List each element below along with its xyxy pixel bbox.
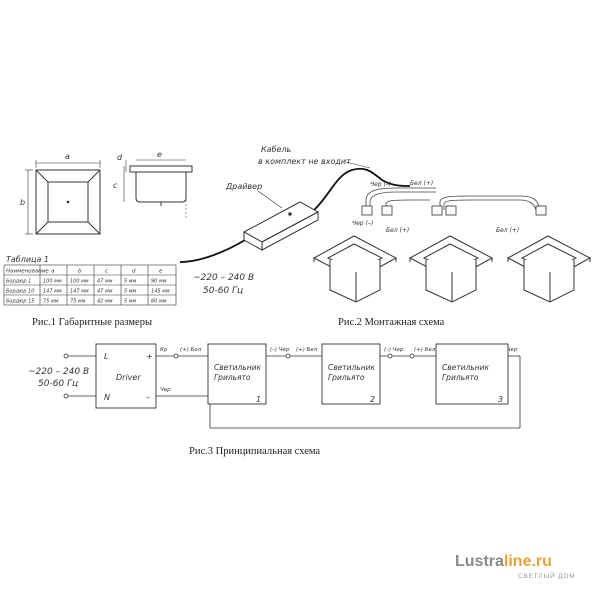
lamp-1-number: 1 — [256, 395, 261, 404]
dim-b-label: b — [20, 198, 25, 207]
table-cell: 75 мм — [43, 299, 59, 305]
lamp-3-line1: Светильник — [442, 363, 490, 372]
table-cell: Бордюр 1 — [6, 279, 31, 285]
driver-terminal-minus: – — [146, 393, 150, 402]
table-header-cell: e — [159, 269, 163, 275]
lamp-2-number: 2 — [370, 395, 375, 404]
table-headers: Наименование a b c d e — [6, 269, 163, 275]
schematic-driver-box — [95, 343, 157, 409]
driver-leader — [257, 190, 283, 209]
table-cell: 47 мм — [97, 279, 113, 285]
schematic-wires — [66, 355, 521, 429]
lamp-2-line1: Светильник — [328, 363, 376, 372]
table-header-cell: c — [105, 269, 108, 275]
svg-text:Lustraline.ru: Lustraline.ru — [455, 553, 552, 570]
dim-c-label: c — [113, 181, 118, 190]
driver-terminal-L: L — [104, 352, 108, 361]
table-cell: 147 мм — [70, 289, 89, 295]
lamp-3-number: 3 — [498, 395, 503, 404]
table-cell: 145 мм — [151, 289, 170, 295]
fig1-top-view — [25, 160, 101, 235]
fig3-caption: Рис.3 Принципиальная схема — [189, 446, 320, 457]
wire-connectors — [361, 205, 547, 216]
cable-leader — [345, 161, 371, 169]
lamp-block-3 — [435, 343, 509, 405]
driver-unit — [242, 201, 320, 251]
driver-terminal-N: N — [104, 393, 110, 402]
table-cell: 5 мм — [124, 279, 137, 285]
table-cell: 75 мм — [70, 299, 86, 305]
luminaire-2 — [408, 235, 494, 303]
logo-part2: line.ru — [504, 553, 552, 570]
table-cell: 60 мм — [151, 299, 167, 305]
table-cell: 100 мм — [43, 279, 62, 285]
lamp-1-line1: Светильник — [214, 363, 262, 372]
fig3-mains-line1: ~220 – 240 В — [28, 367, 89, 377]
wire-label: (+) Бел — [296, 347, 318, 353]
lamp-1-line2: Грильято — [214, 373, 251, 382]
feed-cable — [313, 167, 411, 211]
fig1-side-view — [123, 159, 193, 220]
fig2-mains-line2: 50-60 Гц — [203, 286, 243, 296]
table-cell: 47 мм — [97, 289, 113, 295]
wire-label: (–) Чер — [384, 347, 404, 353]
fig3-mains-line2: 50-60 Гц — [38, 379, 78, 389]
lamp-block-2 — [321, 343, 381, 405]
table-header-cell: Наименование — [6, 269, 49, 275]
wire-label: (–) Чер — [270, 347, 290, 353]
table-title: Таблица 1 — [6, 255, 49, 264]
mains-cable — [179, 239, 246, 263]
wire-label: (+) Бел — [180, 347, 202, 353]
table-cell: 42 мм — [97, 299, 113, 305]
fig1-caption: Рис.1 Габаритные размеры — [32, 317, 152, 328]
driver-label: Драйвер — [225, 182, 262, 191]
lamp-block-1 — [207, 343, 267, 405]
table-cell: Бордюр 15 — [6, 299, 34, 305]
wire-label: Бел (+) — [410, 180, 433, 187]
lamp-2-line2: Грильято — [328, 373, 365, 382]
table-cell: 5 мм — [124, 289, 137, 295]
dim-e-label: e — [157, 150, 162, 159]
table-header-cell: b — [78, 269, 82, 275]
table-header-cell: d — [132, 269, 136, 275]
wire-label: Бел (+) — [496, 227, 519, 234]
wire-label: Кр — [160, 347, 168, 353]
luminaire-3 — [506, 235, 592, 303]
luminaire-1 — [312, 235, 398, 303]
cable-note-line1: Кабель — [261, 145, 292, 154]
dim-d-label: d — [117, 153, 123, 162]
table-cell: 5 мм — [124, 299, 137, 305]
table-cell: 147 мм — [43, 289, 62, 295]
table-header-cell: a — [51, 269, 55, 275]
table-cell: Бордюр 10 — [6, 289, 34, 295]
table-cell: 100 мм — [70, 279, 89, 285]
wire-label: Чер (–) — [352, 220, 373, 227]
wire-label: Бел (+) — [386, 227, 409, 234]
fig2-caption: Рис.2 Монтажная схема — [338, 317, 445, 328]
logo-part1: Lustra — [455, 553, 504, 570]
dimensions-table — [3, 264, 177, 306]
logo-tagline: СВЕТЛЫЙ ДОМ — [518, 571, 575, 580]
wire-label: (+) Бел — [414, 347, 436, 353]
lamp-3-line2: Грильято — [442, 373, 479, 382]
table-body: Бордюр 1 100 мм 100 мм 47 мм 5 мм 90 мм … — [6, 279, 170, 305]
lamp-wiring — [365, 187, 541, 211]
wire-label: Чер — [160, 387, 171, 393]
driver-terminal-plus: + — [146, 352, 153, 361]
wire-label: Чер (–) — [370, 181, 391, 188]
dim-a-label: a — [65, 152, 70, 161]
cable-note-line2: в комплект не входит — [258, 157, 351, 166]
table-cell: 90 мм — [151, 279, 167, 285]
fig2-wire-labels: Чер (–) Бел (+) Чер (–) Бел (+) Бел (+) — [352, 180, 519, 234]
driver-name: Driver — [116, 373, 141, 382]
lustraline-logo: Lustraline.ru СВЕТЛЫЙ ДОМ — [455, 553, 575, 580]
schematic-terminals — [63, 353, 415, 399]
fig2-mains-line1: ~220 – 240 В — [193, 273, 254, 283]
